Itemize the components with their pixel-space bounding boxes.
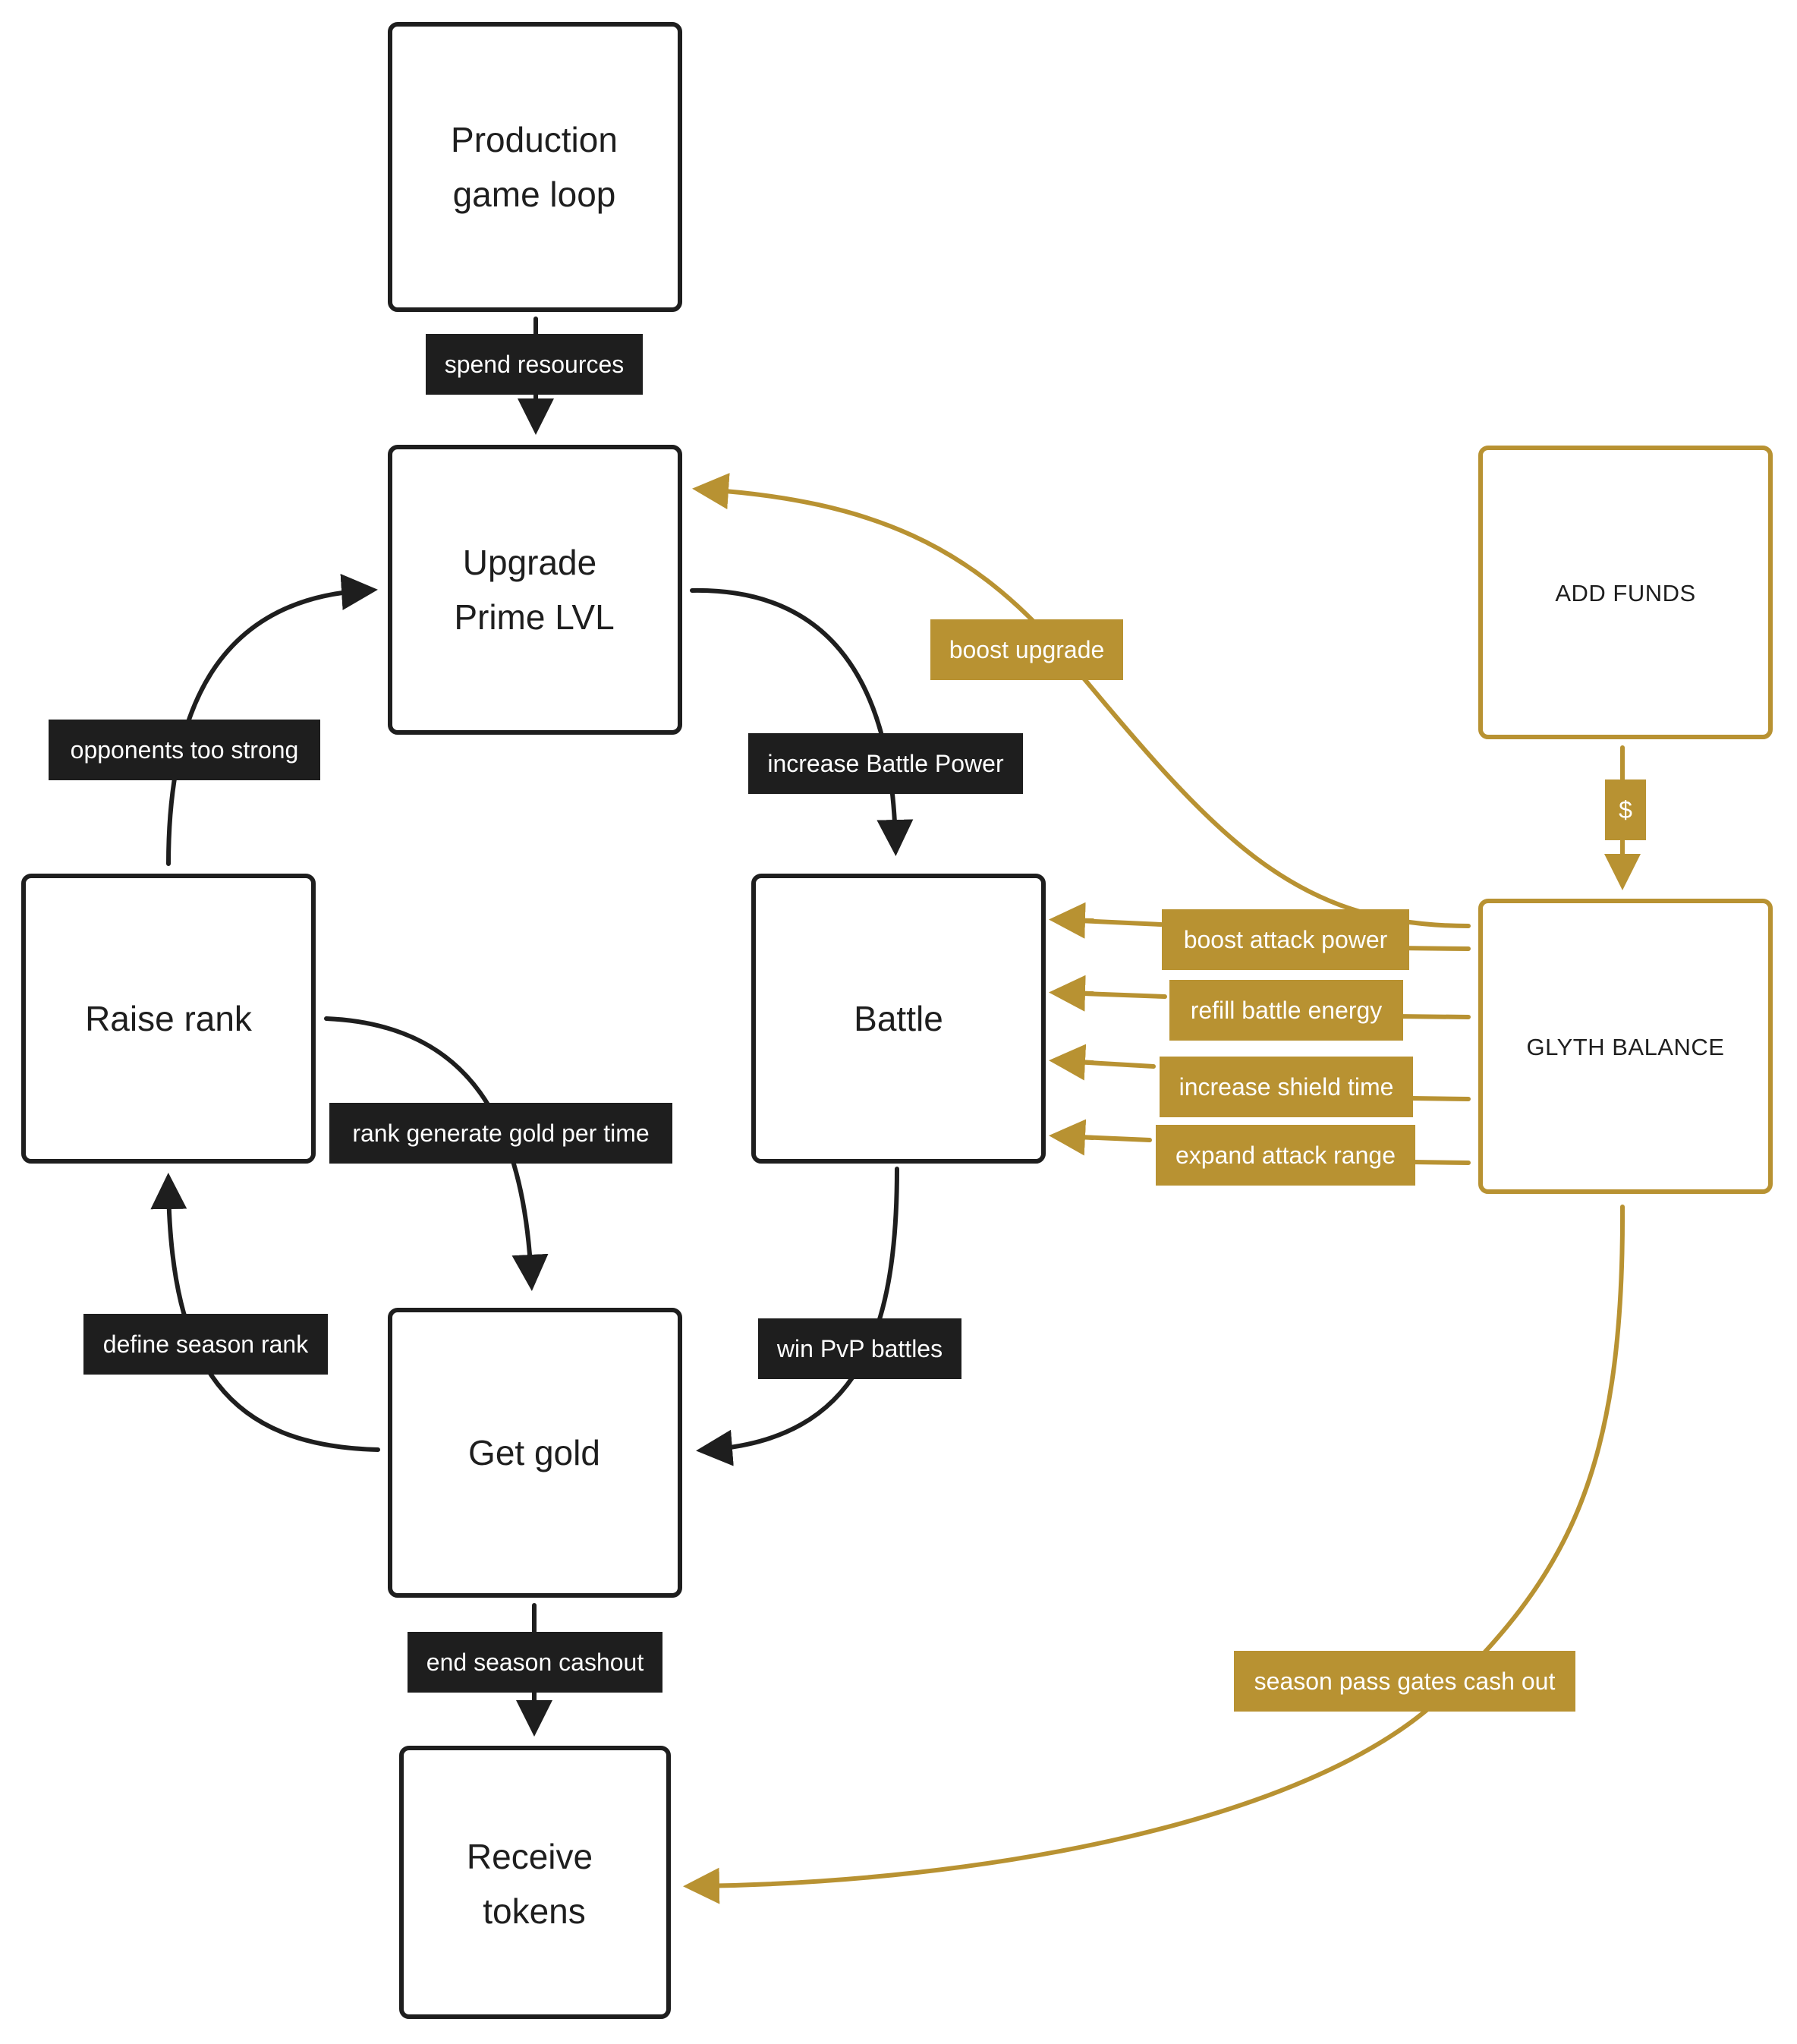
label-define-season-rank: define season rank	[83, 1314, 328, 1375]
label-increase-battle-power-text: increase Battle Power	[767, 750, 1004, 777]
label-spend-resources-text: spend resources	[445, 351, 625, 378]
label-rank-generate-gold-text: rank generate gold per time	[352, 1120, 649, 1147]
label-boost-attack-power: boost attack power	[1162, 909, 1409, 970]
edge-boost-upgrade	[692, 473, 1471, 928]
node-get-gold-label: Get gold	[468, 1433, 600, 1472]
node-receive-line2: tokens	[483, 1891, 586, 1931]
label-funds-transfer: $	[1605, 779, 1646, 840]
label-boost-upgrade-text: boost upgrade	[949, 636, 1105, 663]
node-glyth-balance[interactable]: GLYTH BALANCE	[1478, 899, 1773, 1194]
node-receive-tokens[interactable]: Receive tokens	[399, 1746, 671, 2019]
label-spend-resources: spend resources	[426, 334, 643, 395]
label-refill-battle-energy: refill battle energy	[1169, 980, 1403, 1041]
node-add-funds[interactable]: ADD FUNDS	[1478, 446, 1773, 739]
label-expand-attack-range-text: expand attack range	[1175, 1142, 1396, 1169]
label-win-pvp-battles: win PvP battles	[758, 1318, 961, 1379]
label-boost-attack-power-text: boost attack power	[1184, 926, 1388, 953]
label-boost-upgrade: boost upgrade	[930, 619, 1123, 680]
label-increase-battle-power: increase Battle Power	[748, 733, 1023, 794]
node-production-game-loop[interactable]: Production game loop	[388, 22, 682, 312]
edge-increase-shield-time-tip	[1049, 1044, 1095, 1081]
edge-rank-generate-gold	[324, 1016, 549, 1291]
label-end-season-cashout: end season cashout	[408, 1632, 662, 1693]
label-season-pass-gates-text: season pass gates cash out	[1254, 1668, 1556, 1695]
label-opponents-too-strong-text: opponents too strong	[71, 736, 299, 764]
edge-expand-attack-range-tip	[1049, 1119, 1095, 1156]
node-upgrade-prime-lvl[interactable]: Upgrade Prime LVL	[388, 445, 682, 735]
label-increase-shield-time-text: increase shield time	[1179, 1073, 1394, 1101]
node-get-gold[interactable]: Get gold	[388, 1308, 682, 1598]
node-upgrade-line1: Upgrade	[463, 543, 596, 582]
label-win-pvp-battles-text: win PvP battles	[776, 1335, 943, 1362]
label-refill-battle-energy-text: refill battle energy	[1191, 997, 1383, 1024]
edge-increase-battle-power	[690, 587, 914, 856]
label-rank-generate-gold: rank generate gold per time	[329, 1103, 672, 1164]
edge-define-season-rank	[150, 1173, 380, 1452]
node-battle[interactable]: Battle	[751, 874, 1046, 1164]
node-receive-line1: Receive	[467, 1837, 593, 1876]
node-raise-rank[interactable]: Raise rank	[21, 874, 316, 1164]
label-define-season-rank-text: define season rank	[103, 1331, 309, 1358]
node-battle-label: Battle	[854, 999, 943, 1038]
node-upgrade-line2: Prime LVL	[454, 597, 614, 637]
edge-opponents-too-strong	[166, 573, 378, 866]
node-glyth-balance-label: GLYTH BALANCE	[1527, 1034, 1725, 1060]
edge-boost-attack-power-tip	[1049, 902, 1095, 939]
node-production-line2: game loop	[453, 175, 616, 214]
node-raise-rank-label: Raise rank	[85, 999, 253, 1038]
edge-win-pvp-battles	[696, 1167, 899, 1466]
label-opponents-too-strong: opponents too strong	[49, 720, 320, 780]
edge-refill-battle-energy-tip	[1049, 975, 1095, 1012]
label-increase-shield-time: increase shield time	[1160, 1057, 1413, 1117]
label-funds-transfer-text: $	[1619, 796, 1632, 824]
label-season-pass-gates: season pass gates cash out	[1234, 1651, 1575, 1712]
edge-season-pass-gates	[683, 1205, 1625, 1904]
label-expand-attack-range: expand attack range	[1156, 1125, 1415, 1186]
node-add-funds-label: ADD FUNDS	[1555, 580, 1695, 606]
node-production-line1: Production	[451, 120, 618, 159]
label-end-season-cashout-text: end season cashout	[426, 1649, 644, 1676]
